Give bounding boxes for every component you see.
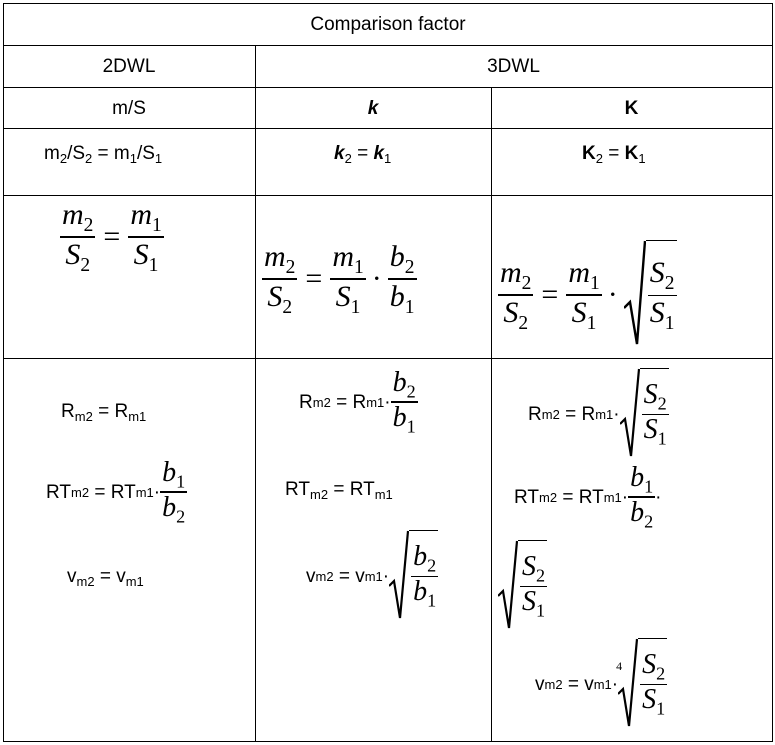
rule-after-rule-row [3,195,773,196]
border-top [3,3,773,4]
divider-2dwl-3dwl [255,45,256,742]
rule-after-groups [3,87,773,88]
fourth-root-index: 4 [616,659,623,673]
result-k-rt: RTm2 = RTm1 [285,479,393,502]
rule-after-columns [3,128,773,129]
border-left [3,3,4,742]
divider-k-K [491,87,492,742]
result-2dwl-v: vm2 = vm1 [67,566,144,589]
rule-K: K2 = K1 [582,143,646,166]
rule-k: k2 = k1 [334,143,392,166]
table-title: Comparison factor [310,14,466,35]
rule-after-title [3,45,773,46]
col-header-K: K [624,98,639,119]
border-bottom [3,741,773,742]
result-2dwl-r: Rm2 = Rm1 [61,401,147,424]
rule-ms: m2/S2 = m1/S1 [44,143,163,166]
border-right [772,3,773,742]
group-2dwl: 2DWL [102,56,156,77]
col-header-k: k [367,98,379,119]
rule-after-formula-row [3,358,773,359]
group-3dwl: 3DWL [487,56,540,77]
col-header-ms: m/S [112,98,146,119]
